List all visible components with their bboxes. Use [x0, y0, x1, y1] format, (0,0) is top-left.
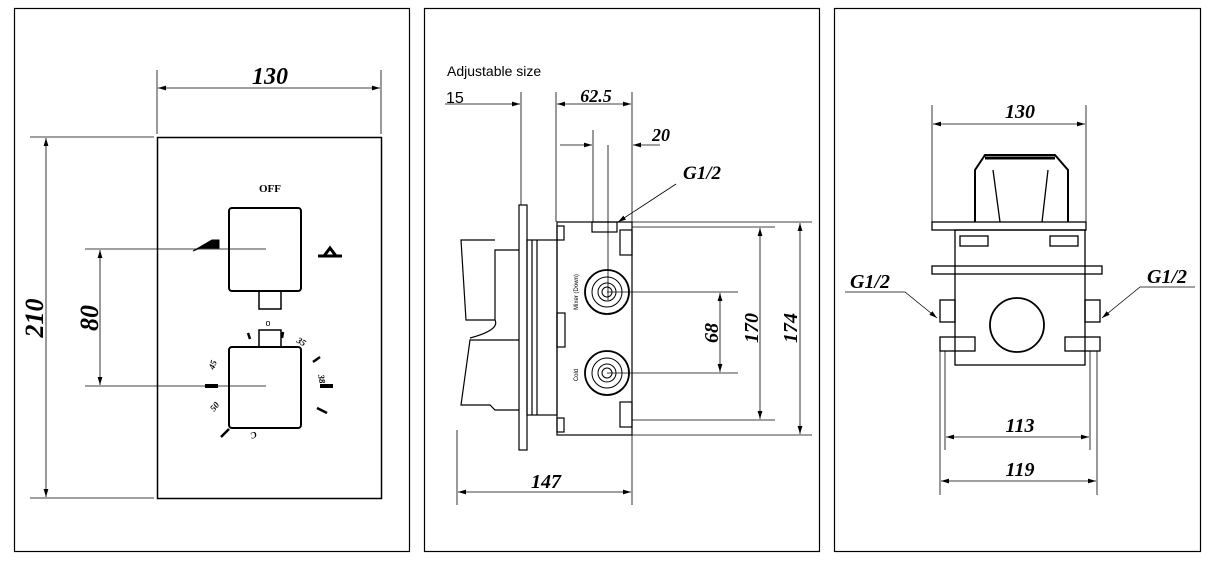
top-width-dimension	[931, 105, 1087, 222]
outer-width-label: 119	[1006, 459, 1035, 481]
valve-body-side	[460, 204, 633, 451]
thread-left-label: G1/2	[850, 271, 890, 293]
adjustable-size-label: Adjustable size	[447, 63, 541, 79]
adjust-dimension	[445, 92, 660, 300]
inner-width-label: 113	[1006, 415, 1035, 437]
top-view-panel: 130 113 119 G1/2 G1/2	[833, 7, 1202, 553]
adjust-min-label: 15	[446, 90, 464, 107]
port-spacing-label: 68	[701, 323, 723, 343]
thermostat-handle	[228, 346, 302, 429]
depth-label: 147	[531, 471, 562, 493]
dimension-spacing	[85, 248, 266, 387]
valve-body-top	[931, 154, 1103, 366]
dimension-height	[30, 136, 154, 499]
off-label: OFF	[259, 183, 281, 195]
cover-plate	[156, 136, 383, 500]
width-label: 130	[252, 64, 288, 90]
thread-right-label: G1/2	[1147, 266, 1187, 288]
front-view-panel: 130 210 80 OFF o	[13, 7, 411, 553]
outer-height-label: 174	[780, 313, 802, 343]
top-width-label: 130	[1005, 101, 1035, 123]
port-label-cold: Cold	[574, 369, 580, 381]
height-label: 210	[20, 299, 49, 339]
spacing-label: 80	[75, 305, 104, 331]
side-view-panel: Adjustable size 15 62.5 20 G1/2	[423, 7, 821, 553]
port-label-mixer: Mixer (Down)	[574, 274, 580, 310]
adjust-range-label: 62.5	[580, 86, 612, 106]
dimension-width	[156, 70, 382, 134]
inner-height-label: 170	[741, 313, 763, 343]
thread-label: G1/2	[683, 163, 722, 184]
dial-ticks	[205, 331, 333, 438]
dial-mark-c: C	[248, 429, 258, 441]
dial-mark-50: 50	[208, 400, 222, 414]
bottom-width-dimensions	[845, 286, 1195, 495]
dial-mark-38: 38	[316, 373, 328, 385]
dial-dot: o	[265, 318, 270, 328]
diverter-handle	[228, 207, 302, 292]
dial-mark-45: 45	[206, 358, 219, 371]
offset-label: 20	[651, 125, 670, 145]
lever-icon	[192, 239, 220, 252]
shower-icon	[318, 245, 342, 258]
height-dimensions	[456, 221, 812, 505]
